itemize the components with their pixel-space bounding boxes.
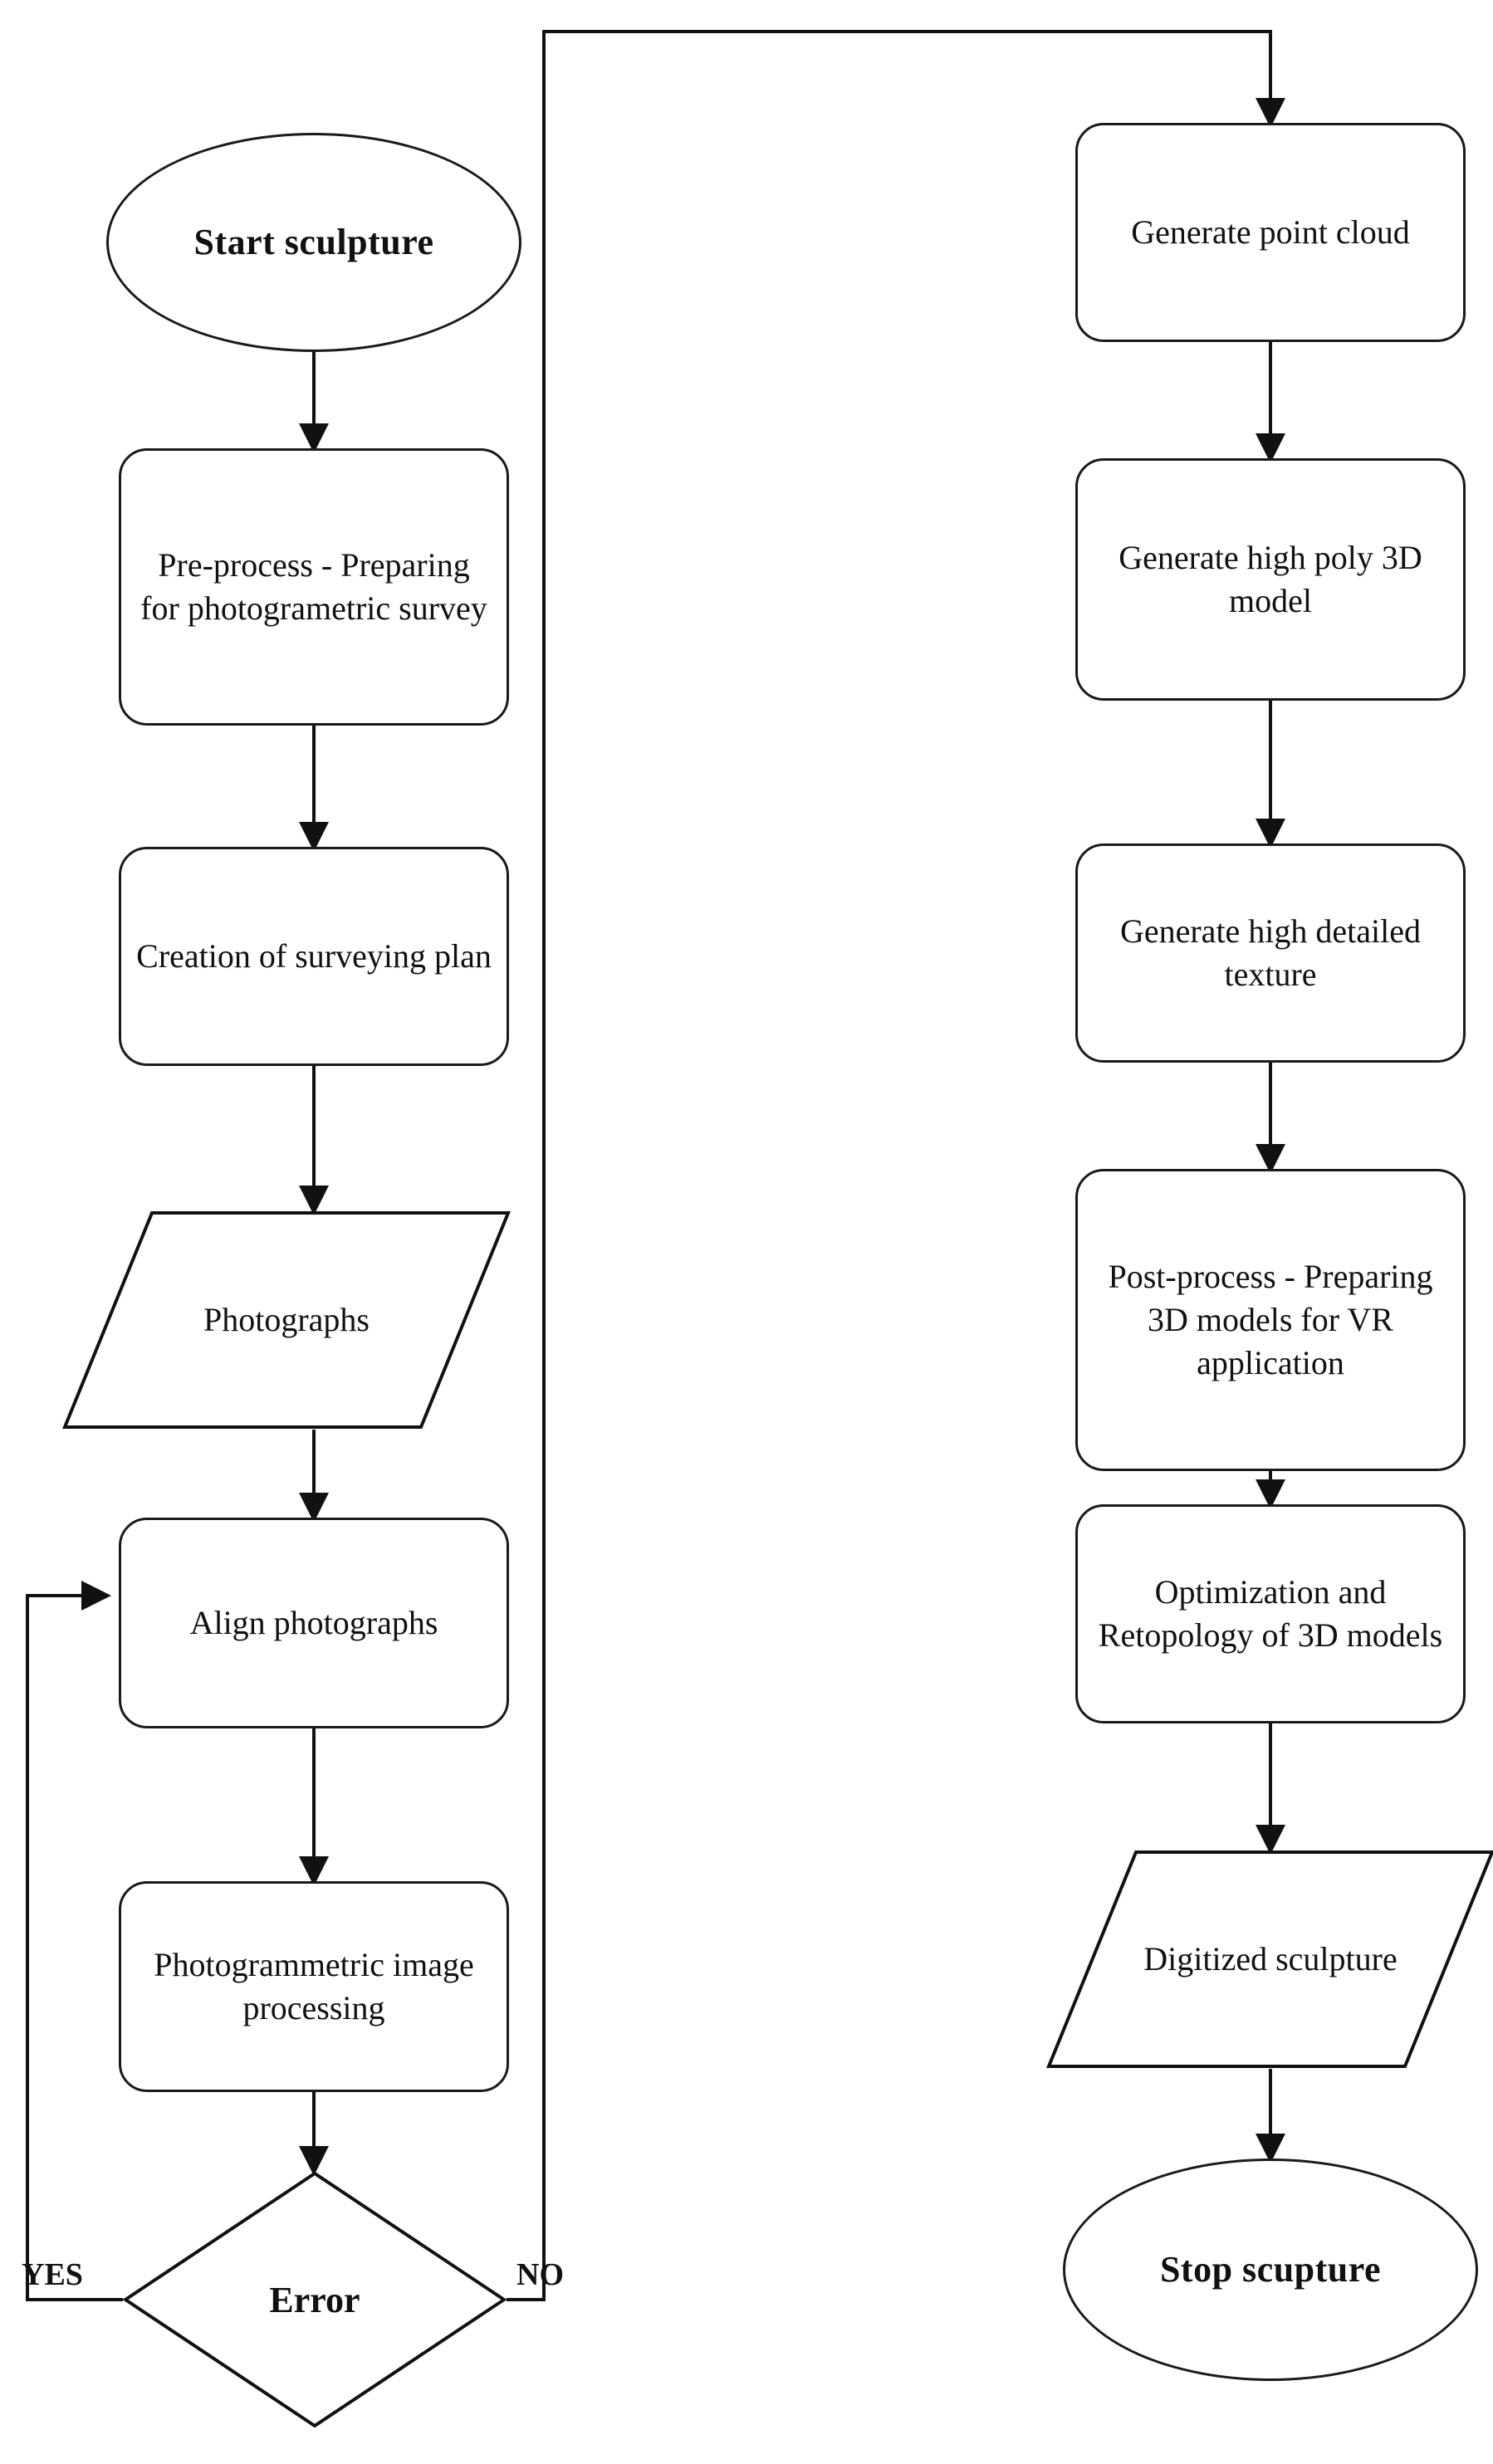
- node-surveying-plan-label: Creation of surveying plan: [136, 937, 492, 975]
- node-start-sculpture-label: Start sculpture: [193, 221, 434, 262]
- node-pre-process[interactable]: Pre-process - Preparing for photogrametr…: [119, 448, 509, 726]
- node-generate-texture[interactable]: Generate high detailed texture: [1075, 843, 1466, 1063]
- edge-label-yes: YES: [22, 2257, 83, 2292]
- node-post-process-label: Post-process - Preparing 3D models for V…: [1108, 1258, 1433, 1381]
- edge-label-no: NO: [516, 2257, 564, 2292]
- node-photographs[interactable]: Photographs: [62, 1210, 511, 1430]
- parallelogram-shape-photographs: [62, 1211, 511, 1429]
- node-pre-process-label: Pre-process - Preparing for photogrametr…: [140, 546, 487, 627]
- diamond-shape-error: [123, 2171, 507, 2428]
- node-post-process[interactable]: Post-process - Preparing 3D models for V…: [1075, 1169, 1466, 1471]
- node-surveying-plan[interactable]: Creation of surveying plan: [119, 847, 509, 1066]
- node-generate-point-cloud[interactable]: Generate point cloud: [1075, 123, 1466, 342]
- edge-error-yes-to-align: [26, 1581, 123, 2301]
- node-digitized-sculpture[interactable]: Digitized sculpture: [1046, 1850, 1493, 2069]
- node-error-label: Error: [269, 2279, 360, 2320]
- node-generate-high-poly[interactable]: Generate high poly 3D model: [1075, 458, 1466, 701]
- node-generate-high-poly-label: Generate high poly 3D model: [1119, 539, 1422, 619]
- node-align-photographs[interactable]: Align photographs: [119, 1518, 509, 1728]
- node-optimization-retopology[interactable]: Optimization and Retopology of 3D models: [1075, 1504, 1466, 1723]
- parallelogram-shape-digitized: [1046, 1850, 1493, 2068]
- node-image-processing-label: Photogrammetric image processing: [154, 1946, 474, 2026]
- node-align-photographs-label: Align photographs: [189, 1604, 438, 1641]
- node-digitized-sculpture-label: Digitized sculpture: [1143, 1940, 1398, 1978]
- node-stop-sculpture[interactable]: Stop scupture: [1063, 2158, 1478, 2381]
- node-optimization-retopology-label: Optimization and Retopology of 3D models: [1098, 1573, 1443, 1654]
- node-image-processing[interactable]: Photogrammetric image processing: [119, 1881, 509, 2092]
- node-generate-point-cloud-label: Generate point cloud: [1131, 213, 1410, 251]
- node-photographs-label: Photographs: [203, 1301, 370, 1338]
- node-start-sculpture[interactable]: Start sculpture: [106, 133, 521, 352]
- node-generate-texture-label: Generate high detailed texture: [1119, 912, 1422, 993]
- node-stop-sculpture-label: Stop scupture: [1159, 2248, 1382, 2290]
- node-error-decision[interactable]: Error: [123, 2171, 507, 2428]
